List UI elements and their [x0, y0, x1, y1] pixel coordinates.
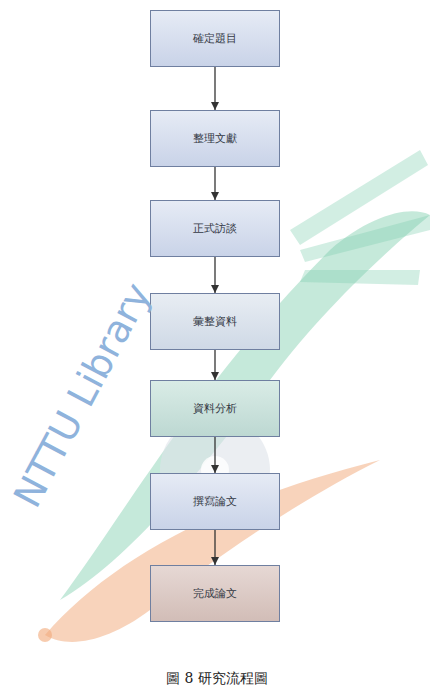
flow-arrow — [214, 257, 215, 293]
flow-arrow — [214, 530, 215, 565]
process-box: 完成論文 — [150, 565, 280, 622]
process-box: 確定題目 — [150, 10, 280, 67]
process-box: 正式訪談 — [150, 200, 280, 257]
process-box: 整理文獻 — [150, 110, 280, 167]
flow-arrow — [214, 437, 215, 473]
flow-arrow — [214, 167, 215, 200]
process-box: 彙整資料 — [150, 293, 280, 350]
orange-dot — [38, 628, 52, 642]
flow-arrow — [214, 350, 215, 380]
box-label: 確定題目 — [187, 27, 243, 50]
process-box: 撰寫論文 — [150, 473, 280, 530]
box-label: 整理文獻 — [187, 127, 243, 150]
watermark-text: NTTU Library — [5, 276, 160, 515]
green-fingers — [290, 150, 430, 285]
green-swoosh — [60, 211, 430, 600]
box-label: 正式訪談 — [187, 217, 243, 240]
process-box: 資料分析 — [150, 380, 280, 437]
box-label: 彙整資料 — [187, 310, 243, 333]
box-label: 完成論文 — [187, 582, 243, 605]
orange-swoosh — [45, 460, 380, 642]
box-label: 撰寫論文 — [187, 490, 243, 513]
box-label: 資料分析 — [187, 397, 243, 420]
figure-caption: 圖 8 研究流程圖 — [0, 670, 434, 688]
flow-arrow — [214, 67, 215, 110]
